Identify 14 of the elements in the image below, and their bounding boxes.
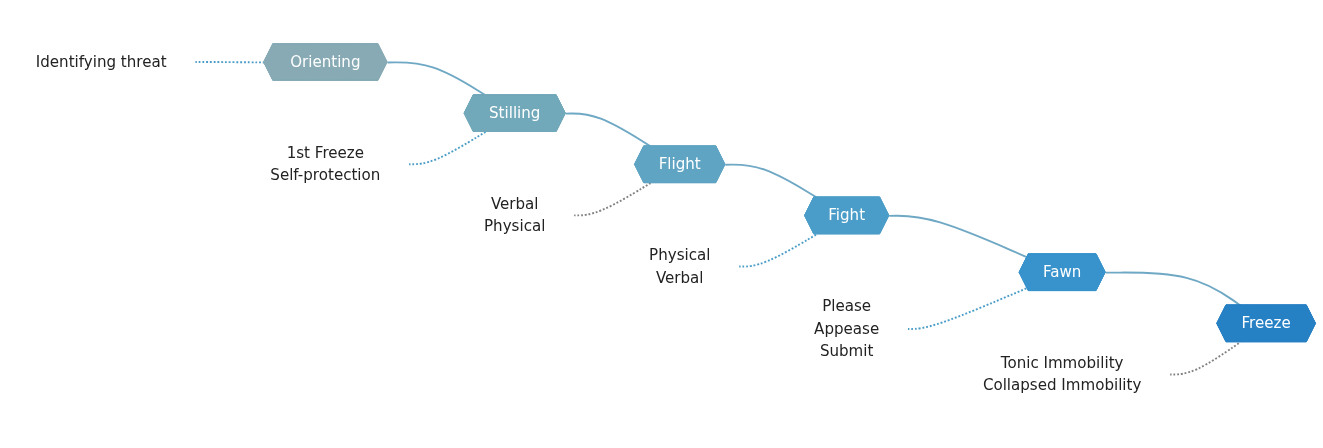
connector xyxy=(1104,271,1242,307)
node-text: Tonic Immobility Collapsed Immobility xyxy=(982,353,1142,395)
connector xyxy=(1168,341,1242,376)
node-text: 1st Freeze Self-protection xyxy=(270,143,381,185)
connector xyxy=(906,287,1029,331)
connector xyxy=(572,182,652,217)
connector xyxy=(737,233,818,268)
connector xyxy=(407,131,487,166)
node-text: Please Appease Submit xyxy=(814,297,880,361)
node-text: Identifying threat xyxy=(35,52,167,71)
connector xyxy=(564,112,652,148)
node-text: Physical Verbal xyxy=(649,245,711,287)
node-text: Verbal Physical xyxy=(484,194,546,236)
connector xyxy=(724,163,818,199)
